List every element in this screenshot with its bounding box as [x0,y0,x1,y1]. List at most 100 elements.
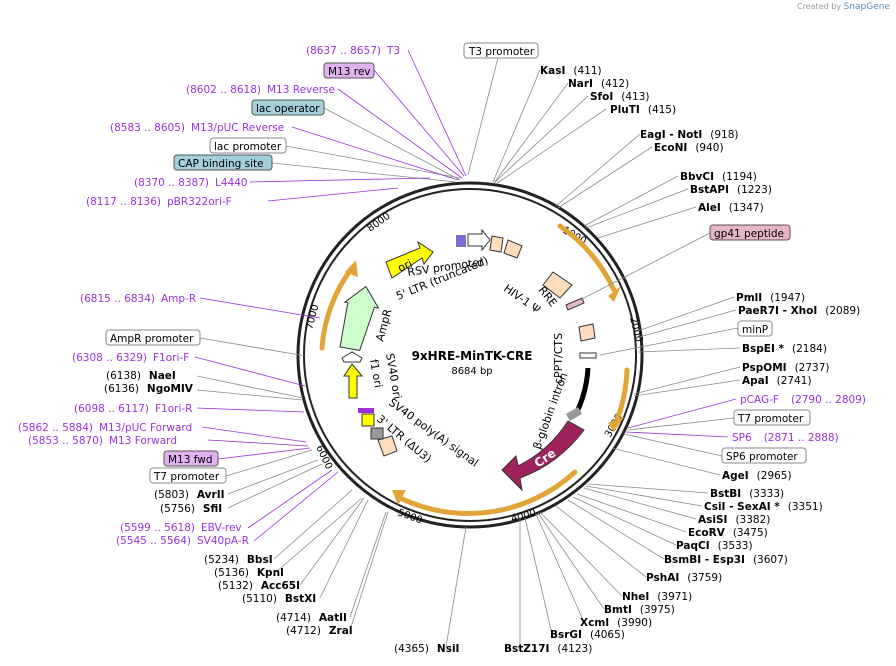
enzyme-pluti: PluTI(415) [610,104,676,116]
primer-m13puc-reverse: (8583 .. 8605)M13/pUC Reverse [110,122,284,134]
enzyme-ecorv: EcoRV(3475) [688,527,768,539]
leader-m13fwd-box [217,447,311,460]
primer-labels: (8637 .. 8657)T3 (8602 .. 8618)M13 Rever… [18,45,866,547]
box-ampr-promoter-text: AmpR promoter [110,333,194,345]
leader-apai [633,379,741,397]
enzyme-avrii: (5803)AvrII [154,489,225,501]
leader-econi [557,146,653,209]
primer-m13-reverse-range: (8602 .. 8618) [186,84,261,96]
leader-nhei [539,511,623,597]
leader-t7-left [225,449,313,477]
box-cap-text: CAP binding site [178,158,264,170]
enzyme-kasi: KasI(411) [540,65,602,77]
enzyme-sfii: (5756)SfiI [160,503,222,515]
feature-rre [542,271,573,299]
leader-csii [585,485,703,507]
primer-pbr322-range: (8117 .. 8136) [86,196,161,208]
leader-pmli [634,296,735,333]
leader-bstapi [585,188,689,229]
primer-ebv-rev-name: EBV-rev [201,522,242,534]
box-t3-promoter-text: T3 promoter [468,46,535,58]
feature-ltr3 [377,435,398,457]
leader-sfoi [493,95,589,184]
leader-nari [493,82,569,184]
primer-f1ori-r: (6098 .. 6117)F1ori-R [74,403,192,415]
leader-ebvrev [247,469,333,529]
primer-sv40pa-r: (5545 .. 5564)SV40pA-R [116,535,249,547]
arc-right [614,367,630,423]
feature-promoter-marks [456,235,466,247]
leader-gp41 [579,232,711,301]
enzyme-bstxi: (5110)BstXI [242,593,316,605]
primer-t3-name: T3 [386,45,400,57]
arc-arrowheads [345,260,624,505]
leader-pspomi [633,366,741,395]
primer-l4440-name: L4440 [215,177,248,189]
primer-pcag-f-range: (2790 .. 2809) [791,394,866,406]
box-t7-left [149,467,227,484]
primer-m13puc-reverse-range: (8583 .. 8605) [110,122,185,134]
tick-4000: 4000 [510,508,537,525]
primer-pcag-f: pCAG-F(2790 .. 2809) [740,394,866,406]
primer-l4440: (8370 .. 8387)L4440 [134,177,248,189]
leader-acc65i [299,497,365,586]
primer-m13-forward-name: M13 Forward [109,435,177,447]
feature-shapes [339,228,597,492]
leader-eagi [555,133,641,207]
leader-agei [611,447,721,476]
box-m13-fwd-text: M13 fwd [168,454,213,466]
leader-ecorv [576,493,687,533]
enzyme-bbvci: BbvCI(1194) [680,171,757,183]
enzyme-labels-left: (4365)NsiI (4712)ZraI (4714)AatII (5110)… [104,370,459,655]
enzyme-acc65i: (5132)Acc65I [218,580,300,592]
leader-m13-forward [207,439,309,447]
enzyme-bsrgi: BsrGI(4065) [550,629,625,641]
leader-pbr322 [267,187,399,202]
enzyme-bmti: BmtI(3975) [604,604,675,616]
leader-alei [597,206,697,239]
box-gp41-text: gp41 peptide [714,228,784,240]
leader-f1ori-f [194,356,306,387]
leader-avrii [227,459,319,495]
box-t7-right [733,409,811,426]
enzyme-csii-sexai: CsiI - SexAI *(3351) [704,501,823,513]
box-t7-right-text: T7 promoter [737,413,804,425]
enzyme-bbsi: (5234)BbsI [204,554,273,566]
enzyme-bsmbi-esp3i: BsmBI - Esp3I(3607) [664,554,788,566]
leader-paer7i [635,309,737,339]
primer-ebv-rev-range: (5599 .. 5618) [120,522,195,534]
enzyme-bstbi: BstBI(3333) [710,488,784,500]
primer-f1ori-f: (6308 .. 6329)F1ori-F [72,352,189,364]
leader-minp [599,327,739,356]
label-ori: ori [396,257,414,275]
leader-m13puc-reverse [291,126,459,181]
leader-t3promoter [467,49,501,176]
leader-m13puc-fwd [201,426,307,443]
leader-m13-reverse [337,88,463,179]
leader-aatii [349,511,387,618]
leader-bstxi [319,499,369,599]
leader-ngomiv [196,389,304,401]
primer-amp-r-name: Amp-R [161,293,196,305]
primer-f1ori-f-name: F1ori-F [153,352,189,364]
arc-left [319,265,355,351]
leader-asisi [583,487,697,520]
leader-bbsi [273,489,353,560]
enzyme-nsii: (4365)NsiI [394,643,459,655]
leader-lines [194,49,741,648]
enzyme-xcmi: XcmI(3990) [580,617,652,629]
box-sp6-promoter-text: SP6 promoter [726,451,798,463]
label-cppt: cPPT/CTS [552,333,565,384]
primer-m13-reverse: (8602 .. 8618)M13 Reverse [186,84,335,96]
box-lac-promoter-text: lac promoter [214,141,282,153]
box-lac-operator-text: lac operator [256,103,320,115]
box-lac-promoter [209,137,287,154]
leader-pcag [627,398,737,429]
leader-bsmbi [567,499,665,560]
enzyme-labels-right: KasI(411) NarI(412) SfoI(413) PluTI(415)… [504,65,860,655]
primer-amp-r: (6815 .. 6834)Amp-R [80,293,196,305]
feature-gp41-mark [565,297,585,311]
label-ampr: AmpR [373,307,394,342]
leader-t7-right [627,417,735,431]
